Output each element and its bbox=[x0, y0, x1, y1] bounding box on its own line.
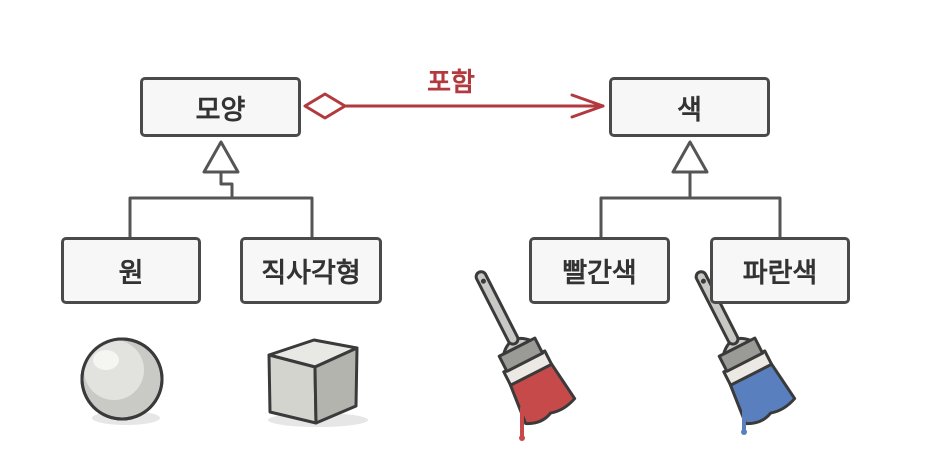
class-box-blue: 파란색 bbox=[710, 237, 850, 304]
blue-paintbrush-icon bbox=[694, 270, 797, 435]
class-box-color: 색 bbox=[609, 77, 770, 137]
inheritance-color bbox=[599, 140, 782, 237]
inheritance-triangle-shape bbox=[202, 140, 240, 174]
class-box-rectangle: 직사각형 bbox=[240, 237, 382, 304]
inheritance-shape bbox=[128, 140, 314, 237]
class-box-red: 빨간색 bbox=[529, 237, 670, 304]
aggregation-diamond bbox=[303, 92, 347, 120]
aggregation-label: 포함 bbox=[427, 68, 475, 98]
class-box-shape: 모양 bbox=[140, 77, 301, 137]
cube-icon bbox=[267, 338, 368, 427]
inheritance-triangle-color bbox=[671, 140, 709, 174]
aggregation-arrow bbox=[303, 92, 605, 120]
sphere-icon bbox=[80, 337, 164, 425]
class-box-circle: 원 bbox=[61, 237, 201, 304]
red-paintbrush-icon bbox=[474, 270, 577, 441]
